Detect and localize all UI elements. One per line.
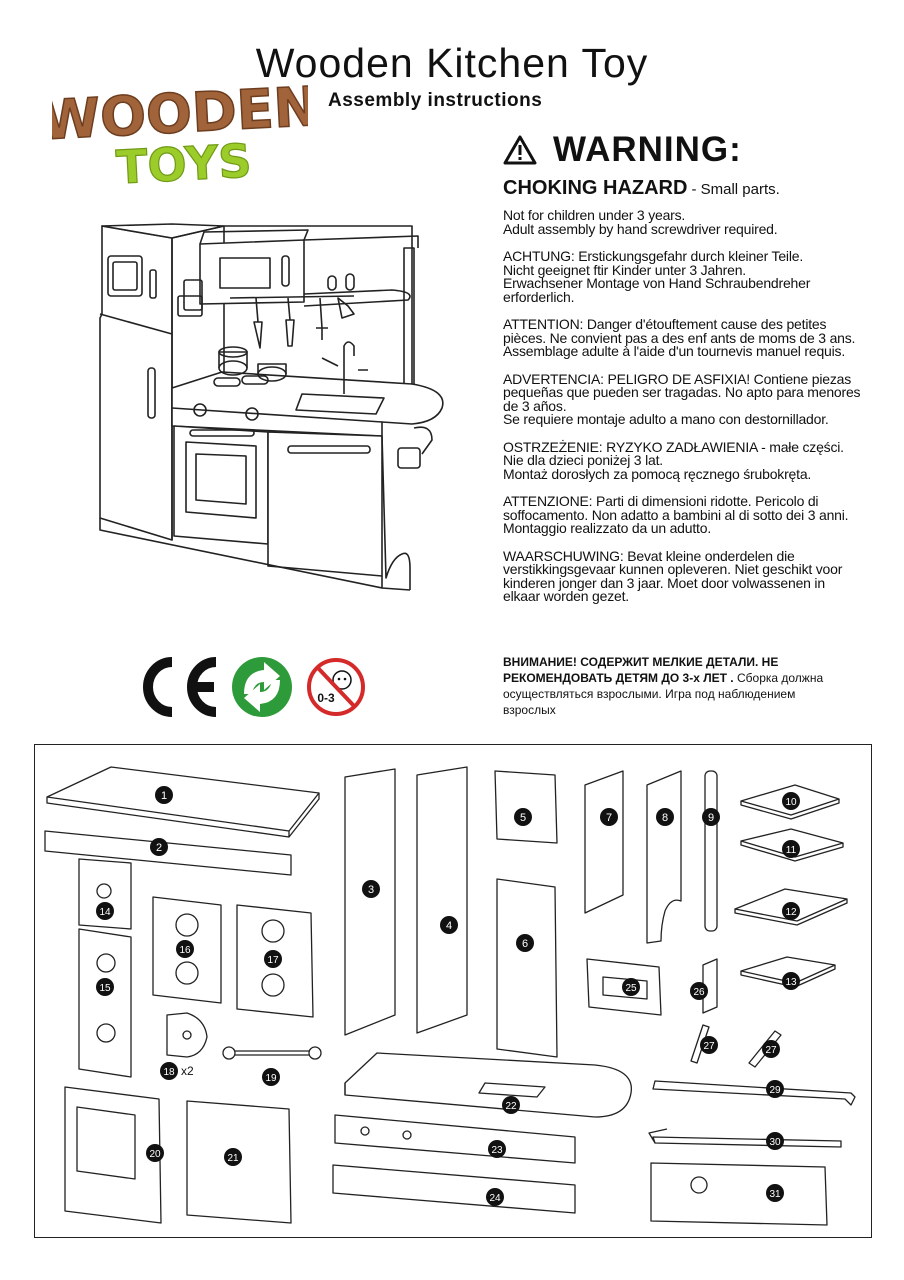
part-number-badge: 21 — [224, 1148, 242, 1166]
part-number-label: 2 — [156, 842, 162, 854]
choking-title: CHOKING HAZARD — [503, 177, 688, 199]
part-number-badge: 10 — [782, 792, 800, 810]
part-number-badge: 25 — [622, 978, 640, 996]
russian-warning-bold: ВНИМАНИЕ! СОДЕРЖИТ МЕЛКИЕ ДЕТАЛИ. НЕ РЕК… — [503, 655, 779, 685]
part-number-badge: 15 — [96, 978, 114, 996]
part-number-label: 4 — [446, 920, 452, 932]
part-number-label: 18 — [163, 1067, 175, 1078]
part-number-badge: 12 — [782, 902, 800, 920]
part-number-badge: 7 — [600, 808, 618, 826]
svg-text:0-3: 0-3 — [317, 691, 335, 705]
part-number-badge: 31 — [766, 1184, 784, 1202]
part-number-label: 14 — [99, 907, 111, 918]
part-number-badge: 2 — [150, 838, 168, 856]
part-number-badge: 9 — [702, 808, 720, 826]
part-number-label: 26 — [693, 987, 705, 998]
part-number-label: 15 — [99, 983, 111, 994]
brand-logo: WOODEN TOYS — [52, 80, 308, 190]
part-number-label: 22 — [505, 1101, 517, 1112]
part-number-label: 11 — [786, 845, 797, 856]
part-number-label: 6 — [522, 938, 528, 950]
choking-hazard: CHOKING HAZARD- Small parts. — [503, 177, 780, 200]
part-number-badge: 11 — [782, 840, 800, 858]
document-title: Wooden Kitchen Toy — [255, 40, 649, 86]
part-number-label: 13 — [785, 977, 797, 988]
warning-heading-text: WARNING: — [553, 130, 742, 169]
part-number-label: 21 — [227, 1153, 239, 1164]
ce-mark — [143, 657, 217, 717]
warning-paragraph: OSTRZEŻENIE: RYZYKO ZADŁAWIENIA - małe c… — [503, 438, 844, 482]
certification-marks: 0-3 — [143, 657, 365, 717]
part-number-badge: 1 — [155, 786, 173, 804]
part-number-label: 19 — [265, 1073, 277, 1084]
part-number-badge: 14 — [96, 902, 114, 920]
part-number-label: 31 — [769, 1189, 781, 1200]
part-number-label: 27 — [703, 1041, 715, 1052]
warning-paragraph: ATTENTION: Danger d'étouftement cause de… — [503, 316, 856, 359]
part-number-badge: 20 — [146, 1144, 164, 1162]
part-number-badge: 27 — [762, 1040, 780, 1058]
warning-paragraph: ATTENZIONE: Parti di dimensioni ridotte.… — [503, 493, 849, 536]
warning-triangle-icon — [503, 135, 537, 165]
part-number-label: 20 — [149, 1149, 161, 1160]
part-number-badge: 18 — [160, 1062, 178, 1080]
part-number-badge: 30 — [766, 1132, 784, 1150]
part-number-badge: 4 — [440, 916, 458, 934]
part-number-label: 1 — [161, 790, 167, 802]
russian-warning-text: Сборка должна осуществляться взрослыми. … — [503, 671, 824, 717]
part-number-badge: 22 — [502, 1096, 520, 1114]
part-number-label: 16 — [179, 945, 191, 956]
part-number-label: 3 — [368, 884, 374, 896]
part-number-badge: 23 — [488, 1140, 506, 1158]
warning-paragraph: ACHTUNG: Erstickungsgefahr durch kleiner… — [503, 248, 811, 305]
warning-paragraph: Not for children under 3 years. Adult as… — [503, 207, 778, 237]
part-number-badge: 6 — [516, 934, 534, 952]
part-number-label: 23 — [491, 1145, 503, 1156]
part-number-badge: 29 — [766, 1080, 784, 1098]
part-number-label: 30 — [769, 1137, 781, 1148]
part-number-label: 27 — [765, 1045, 777, 1056]
part-number-label: 9 — [708, 812, 714, 824]
part-18-quantity: x2 — [181, 1064, 194, 1078]
document-subtitle: Assembly instructions — [328, 90, 543, 111]
part-number-badge: 8 — [656, 808, 674, 826]
part-number-label: 5 — [520, 812, 526, 824]
part-number-label: 10 — [785, 797, 797, 808]
part-number-label: 7 — [606, 812, 612, 824]
part-number-badge: 17 — [264, 950, 282, 968]
part-number-label: 17 — [267, 955, 279, 966]
warning-paragraph: ADVERTENCIA: PELIGRO DE ASFIXIA! Contien… — [503, 370, 861, 427]
part-number-label: 8 — [662, 812, 668, 824]
choking-suffix: - Small parts. — [691, 181, 780, 198]
part-number-badge: 5 — [514, 808, 532, 826]
warning-texts: Not for children under 3 years. Adult as… — [503, 207, 865, 618]
part-number-badge: 13 — [782, 972, 800, 990]
warning-paragraph: WAARSCHUWING: Bevat kleine onderdelen di… — [503, 547, 843, 604]
part-number-label: 24 — [489, 1193, 501, 1204]
part-number-badge: 19 — [262, 1068, 280, 1086]
age-restriction-icon: 0-3 — [307, 658, 365, 716]
kitchen-illustration — [99, 223, 444, 591]
part-number-badge: 24 — [486, 1188, 504, 1206]
part-number-badge: 27 — [700, 1036, 718, 1054]
part-number-label: 29 — [769, 1085, 781, 1096]
part-number-badge: 3 — [362, 880, 380, 898]
part-number-badge: 16 — [176, 940, 194, 958]
part-number-label: 12 — [785, 907, 797, 918]
recycle-icon — [232, 657, 292, 717]
warning-heading: WARNING: — [503, 130, 742, 170]
russian-warning: ВНИМАНИЕ! СОДЕРЖИТ МЕЛКИЕ ДЕТАЛИ. НЕ РЕК… — [503, 654, 833, 718]
svg-text:TOYS: TOYS — [115, 134, 253, 190]
part-number-label: 25 — [625, 983, 637, 994]
part-number-badge: 26 — [690, 982, 708, 1000]
